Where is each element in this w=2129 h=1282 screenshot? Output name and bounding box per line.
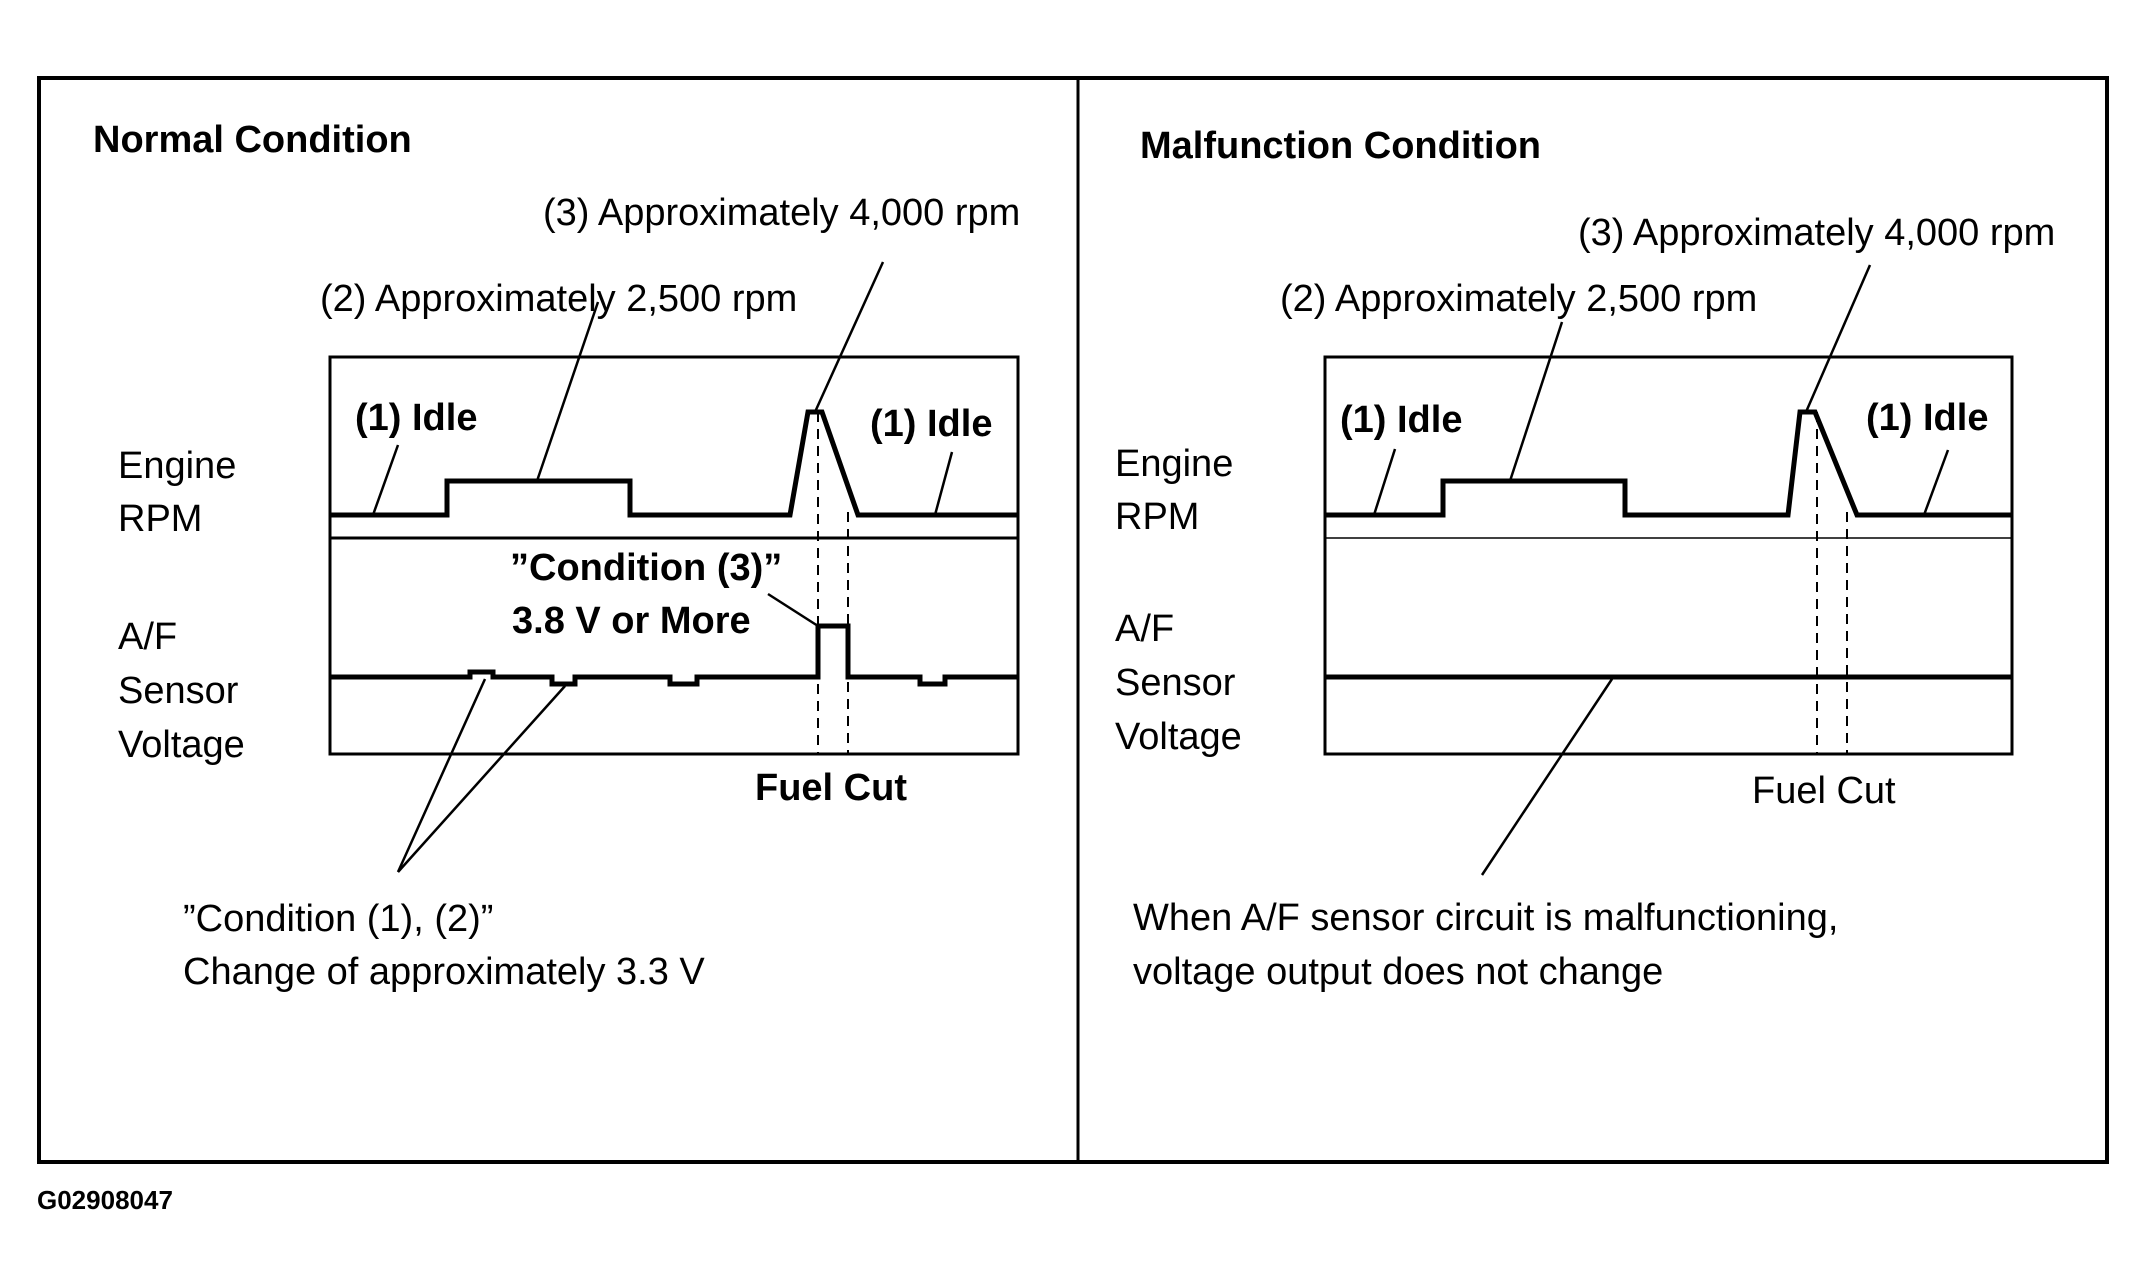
malfunction-graph-box: [1323, 355, 2014, 756]
normal-engine-label-2: RPM: [118, 498, 202, 540]
malfunction-4000-leader: [1804, 264, 1872, 413]
normal-rpm-trace: [330, 409, 1018, 518]
outer-frame: [37, 76, 2109, 1164]
normal-condition3-leader: [767, 592, 819, 628]
malfunction-af-label-3: Voltage: [1115, 716, 1242, 758]
normal-condition3-line2: 3.8 V or More: [512, 600, 751, 642]
malfunction-callout-2500: (2) Approximately 2,500 rpm: [1280, 278, 1757, 320]
malfunction-idle-left-label: (1) Idle: [1340, 399, 1462, 441]
figure-id: G02908047: [37, 1185, 173, 1215]
malfunction-engine-label-2: RPM: [1115, 496, 1199, 538]
normal-condition-panel: Normal Condition (3) Approximately 4,000…: [93, 119, 1020, 993]
normal-2500-leader: [535, 301, 600, 482]
normal-condition3-line1: ”Condition (3)”: [510, 547, 782, 589]
malfunction-af-label-1: A/F: [1115, 608, 1174, 650]
normal-condition12-line1: ”Condition (1), (2)”: [183, 898, 493, 940]
malfunction-title: Malfunction Condition: [1140, 125, 1541, 167]
malfunction-engine-label-1: Engine: [1115, 443, 1233, 485]
malfunction-note-line1: When A/F sensor circuit is malfunctionin…: [1133, 897, 1838, 939]
malfunction-rpm-trace: [1325, 409, 2012, 518]
normal-condition12-leader-a: [396, 678, 487, 873]
normal-engine-label-1: Engine: [118, 445, 236, 487]
malfunction-note-leader: [1480, 678, 1614, 876]
normal-af-label-1: A/F: [118, 616, 177, 658]
normal-af-trace: [330, 623, 1018, 687]
normal-condition12-line2: Change of approximately 3.3 V: [183, 951, 705, 993]
normal-idle-left-leader: [371, 444, 400, 516]
malfunction-condition-panel: Malfunction Condition (3) Approximately …: [1115, 125, 2055, 993]
normal-title: Normal Condition: [93, 119, 412, 161]
malfunction-note-line2: voltage output does not change: [1133, 951, 1663, 993]
normal-idle-left-label: (1) Idle: [355, 397, 477, 439]
normal-af-label-2: Sensor: [118, 670, 239, 712]
malfunction-callout-4000: (3) Approximately 4,000 rpm: [1578, 212, 2055, 254]
normal-graph-box: [328, 355, 1020, 756]
normal-callout-2500: (2) Approximately 2,500 rpm: [320, 278, 797, 320]
normal-4000-leader: [813, 261, 885, 413]
normal-idle-right-leader: [933, 451, 954, 516]
normal-condition12-leader-b: [397, 685, 566, 873]
malfunction-idle-right-label: (1) Idle: [1866, 397, 1988, 439]
normal-idle-right-label: (1) Idle: [870, 403, 992, 445]
normal-fuel-cut-label: Fuel Cut: [755, 767, 907, 809]
malfunction-2500-leader: [1508, 321, 1564, 482]
normal-callout-4000: (3) Approximately 4,000 rpm: [543, 192, 1020, 234]
malfunction-fuel-cut-label: Fuel Cut: [1752, 770, 1896, 812]
malfunction-af-label-2: Sensor: [1115, 662, 1236, 704]
malfunction-idle-left-leader: [1372, 448, 1397, 516]
normal-af-label-3: Voltage: [118, 724, 245, 766]
malfunction-idle-right-leader: [1922, 449, 1950, 516]
